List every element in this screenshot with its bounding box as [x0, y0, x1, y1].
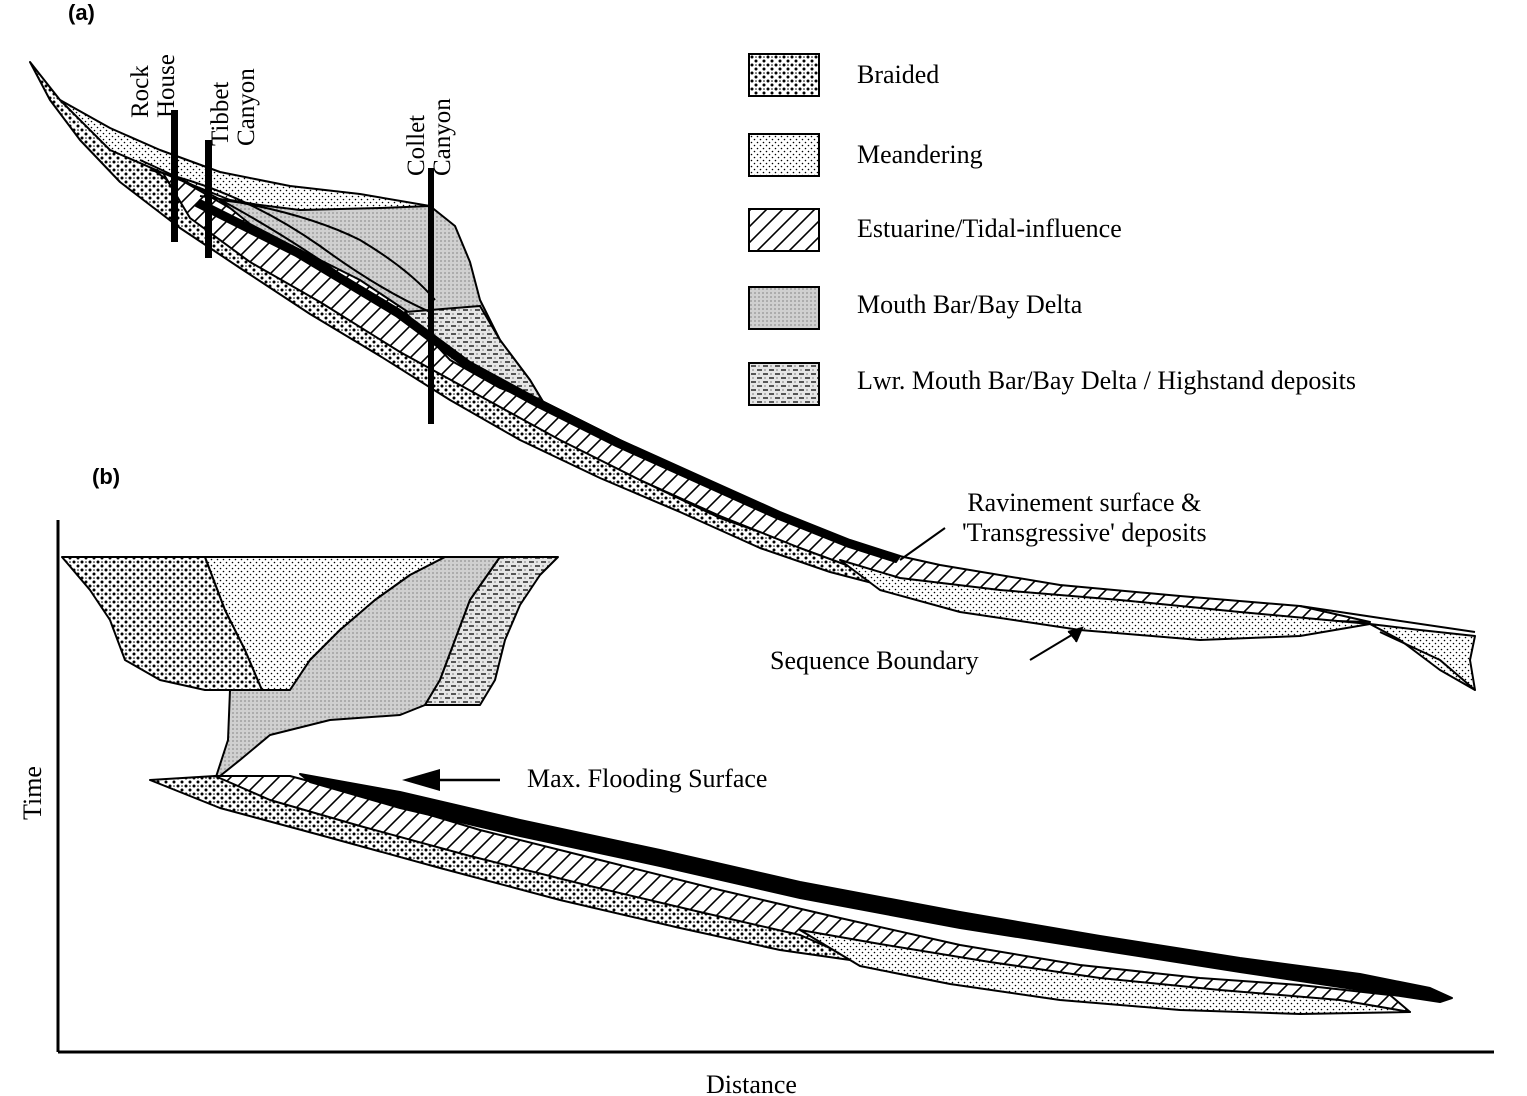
well-bars — [171, 110, 434, 424]
braided-unit-b-lower — [149, 775, 851, 961]
legend-swatch-estuarine — [748, 208, 820, 252]
panel-label-b: (b) — [92, 464, 121, 489]
well-bar-tibbet-canyon — [205, 140, 212, 258]
lower-mouthbar-unit-a — [404, 305, 546, 406]
meandering-unit-b-lower — [799, 929, 1411, 1015]
ravinement-leader — [899, 527, 946, 561]
well-bar-rock-house — [171, 110, 178, 242]
wheeler-diagram-b — [61, 556, 1453, 1015]
ravinement-band-a — [195, 199, 901, 563]
well-bar-collet-canyon — [428, 168, 434, 424]
legend-label-mouthbar: Mouth Bar/Bay Delta — [857, 290, 1083, 319]
cross-section-a — [29, 61, 1476, 691]
legend-swatch-meandering — [748, 133, 820, 177]
sequence-boundary-label: Sequence Boundary — [770, 646, 979, 675]
legend-swatch-mouthbar — [748, 286, 820, 330]
ravinement-label-line2: 'Transgressive' deposits — [962, 518, 1207, 547]
x-axis-label: Distance — [706, 1070, 797, 1096]
ravinement-label-line1: Ravinement surface & — [967, 488, 1202, 517]
meandering-unit-a-distal — [839, 559, 1371, 641]
max-flooding-band-b — [299, 773, 1453, 1003]
y-axis-label: Time — [18, 766, 47, 820]
panel-label-a: (a) — [68, 0, 95, 25]
legend-swatch-braided — [748, 53, 820, 97]
axes-b — [56, 520, 1494, 1054]
legend-label-meandering: Meandering — [857, 140, 983, 169]
legend-swatch-lower-mouthbar — [748, 362, 820, 406]
callout-leaders — [899, 527, 1084, 661]
legend-label-estuarine: Estuarine/Tidal-influence — [857, 214, 1122, 243]
max-flooding-arrow — [402, 769, 500, 791]
legend-label-braided: Braided — [857, 60, 940, 89]
legend-label-lower-mouthbar: Lwr. Mouth Bar/Bay Delta / Highstand dep… — [857, 366, 1357, 395]
lower-mouthbar-unit-b — [424, 556, 559, 706]
ravinement-callout: Ravinement surface & 'Transgressive' dep… — [962, 488, 1207, 548]
max-flooding-label: Max. Flooding Surface — [527, 764, 768, 793]
sequence-boundary-arrowhead — [1067, 626, 1084, 643]
